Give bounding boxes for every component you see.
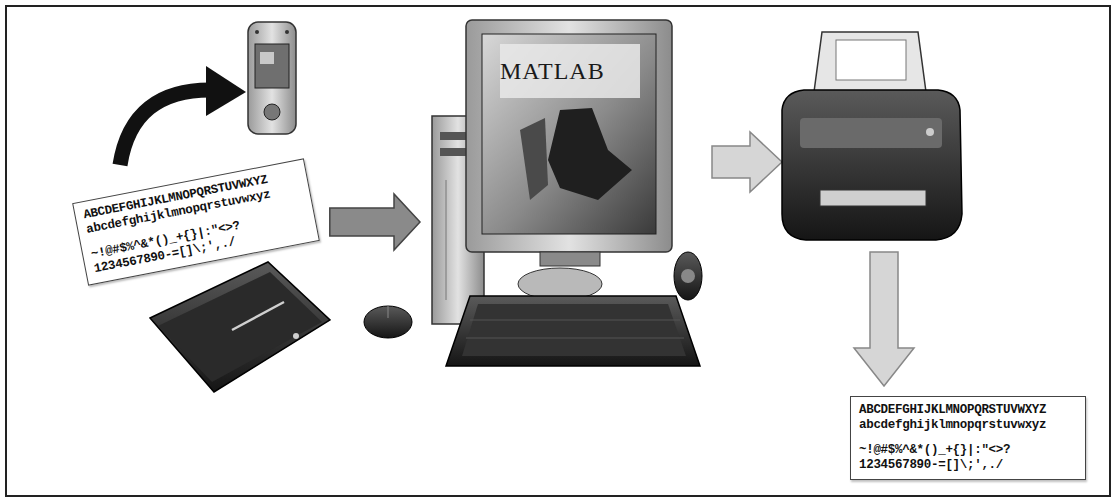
mouse [364,306,412,338]
sample-line: abcdefghijklmnopqrstuvwxyz [859,418,1077,433]
keyboard [446,296,700,366]
sample-line: ~!@#$%^&*()_+{}|:"<>? [859,443,1077,458]
pda-body [248,22,296,134]
monitor-stand [540,252,600,266]
screen-title: MATLAB [500,58,605,85]
scanner-button [293,333,299,339]
key-row [470,320,680,321]
scanner-light [232,302,284,330]
output-sample-sheet: ABCDEFGHIJKLMNOPQRSTUVWXYZabcdefghijklmn… [850,396,1086,480]
speaker-base [518,268,602,300]
speaker-cone [681,269,695,283]
printer-output-slot [820,190,926,206]
block-arrow [854,252,914,386]
tower-detail [446,180,447,300]
block-arrow [712,132,782,192]
pda-screen [255,44,289,88]
scanner-lid [158,272,322,382]
input-sample-sheet: ABCDEFGHIJKLMNOPQRSTUVWXYZabcdefghijklmn… [72,158,320,285]
splash-shape [520,118,548,200]
pda-dot [255,30,259,34]
key-row [466,338,684,339]
keyboard-keys [462,304,686,356]
splash-panel [500,44,640,98]
sample-line: ABCDEFGHIJKLMNOPQRSTUVWXYZ [859,403,1077,418]
monitor-screen [482,34,656,234]
mouse-line [388,306,389,318]
printer-body [782,90,962,240]
scanner-body [150,262,330,392]
printer-paper [836,40,906,80]
printer-button [926,128,934,136]
pda-button [264,104,280,120]
pda-dot [285,30,289,34]
splash-membrane [548,108,632,200]
printer-panel [800,118,942,148]
curved-arrow-head [206,66,246,116]
pda-screen-detail [260,52,274,64]
sample-line: 1234567890-=[]\;',./ [859,458,1077,473]
flow-arrow [330,194,420,250]
printer-paper-tray [814,32,926,92]
speaker [674,252,702,300]
computer-matlab: MATLAB [430,20,672,326]
curved-arrow [120,90,214,165]
monitor-frame [466,20,672,252]
frame-border [6,6,1110,496]
